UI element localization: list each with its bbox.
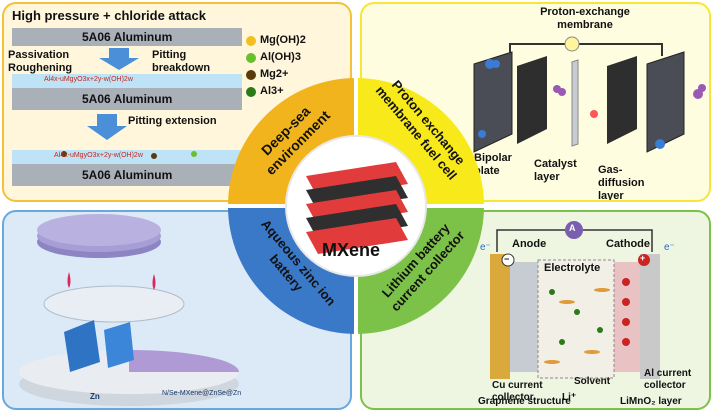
lithium-illustration bbox=[490, 221, 660, 379]
bipolar-plate-right bbox=[646, 51, 685, 153]
legend-dot-3 bbox=[246, 87, 256, 97]
zinc-illustration bbox=[19, 214, 239, 406]
legend-dot-0 bbox=[246, 36, 256, 46]
bulb-icon bbox=[564, 36, 580, 52]
panel-zinc: Zn N/Se-MXene@ZnSe@Zn bbox=[2, 210, 352, 410]
legend-label-1: Al(OH)3 bbox=[260, 51, 301, 63]
separator bbox=[43, 285, 185, 323]
alloy-label-3: 5A06 Aluminum bbox=[82, 168, 173, 182]
alloy-slab-2 bbox=[12, 88, 242, 110]
li-label: Li⁺ bbox=[562, 392, 577, 403]
gas-diffusion-left bbox=[517, 56, 547, 144]
zn-label: Zn bbox=[90, 392, 100, 401]
anode-label: Anode bbox=[512, 238, 547, 250]
down-arrow-icon bbox=[87, 114, 127, 140]
ammeter-icon bbox=[565, 221, 583, 239]
cu-collector-label: Cu current collector bbox=[492, 380, 543, 403]
panel-deep-sea: High pressure + chloride attack 5A06 Alu… bbox=[2, 2, 352, 202]
oxide-film-2 bbox=[12, 150, 242, 164]
deep-sea-illustration bbox=[12, 28, 256, 186]
legend-label-0: Mg(OH)2 bbox=[260, 34, 306, 46]
formula-label-1: Al4x-uMgyO3x+2y-w(OH)2w bbox=[44, 76, 133, 83]
al-collector bbox=[640, 254, 660, 379]
membrane bbox=[571, 59, 579, 147]
electron-right-label: e⁻ bbox=[664, 242, 675, 253]
formula-label-2: Al4x-uMgyO3x+2y-w(OH)2w bbox=[54, 152, 143, 159]
panel-lithium: A Anode Cathode Electrolyte e⁻ e⁻ − + Cu… bbox=[360, 210, 711, 410]
legend-dot-1 bbox=[246, 53, 256, 63]
solvent-label: Solvent bbox=[574, 376, 611, 387]
center-label: MXene bbox=[322, 240, 381, 260]
cathode-label: Cathode bbox=[606, 238, 650, 250]
electrolyte-label: Electrolyte bbox=[544, 262, 601, 274]
breakdown-label: breakdown bbox=[152, 62, 211, 74]
oxide-film-1 bbox=[12, 74, 242, 88]
membrane-label: Proton-exchange membrane bbox=[540, 6, 630, 32]
membrane-label-text: Proton-exchange membrane bbox=[540, 6, 630, 31]
electron-left-label: e⁻ bbox=[480, 242, 491, 253]
legend-label-2: Mg2+ bbox=[260, 68, 289, 80]
minus-sign: − bbox=[504, 254, 510, 264]
catalyst-label: Catalyst layer bbox=[534, 158, 577, 183]
al-collector-label: Al current collector bbox=[644, 368, 692, 391]
cu-collector bbox=[490, 254, 510, 379]
down-arrow-icon bbox=[99, 48, 139, 70]
roughening-label: Roughening bbox=[8, 62, 73, 74]
plus-sign: + bbox=[640, 253, 646, 263]
coating-label: N/Se-MXene@ZnSe@Zn bbox=[162, 390, 242, 397]
legend-label-3: Al3+ bbox=[260, 85, 284, 97]
limno-label: LiMnO₂ layer bbox=[620, 396, 682, 407]
electrolyte-box bbox=[537, 259, 615, 379]
ammeter-label: A bbox=[569, 223, 576, 233]
pemfc-illustration bbox=[473, 36, 706, 153]
alloy-label-2: 5A06 Aluminum bbox=[82, 92, 173, 106]
graphene-label: Graphene structure bbox=[478, 396, 571, 407]
bipolar-label: Bipolar plate bbox=[474, 152, 512, 177]
gas-diffusion-label: Gas-diffusion layer bbox=[598, 164, 645, 202]
gas-diffusion-right bbox=[607, 56, 637, 144]
alloy-slab-3 bbox=[12, 164, 242, 186]
pitting-label: Pitting bbox=[152, 49, 187, 61]
pitting-extension-label: Pitting extension bbox=[128, 115, 217, 127]
passivation-label: Passivation bbox=[8, 49, 70, 61]
alloy-slab-1 bbox=[12, 28, 242, 46]
legend-dot-2 bbox=[246, 70, 256, 80]
deep-sea-title: High pressure + chloride attack bbox=[12, 8, 206, 23]
alloy-label-1: 5A06 Aluminum bbox=[82, 30, 173, 44]
